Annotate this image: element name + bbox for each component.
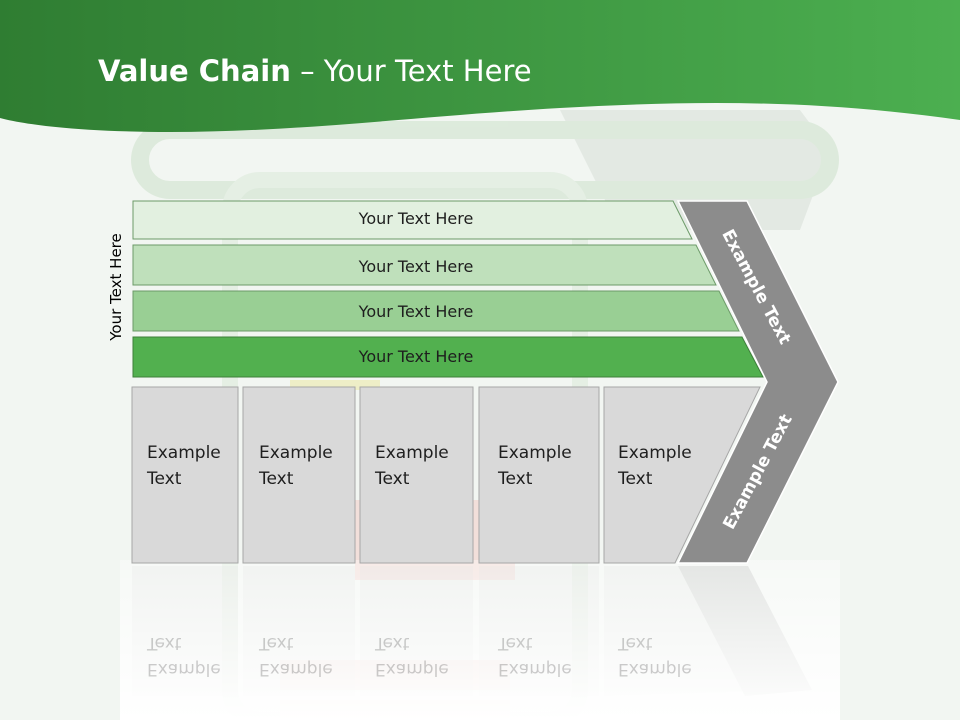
bar-4-shape — [132, 336, 764, 378]
box-3-line-1: Example — [375, 443, 449, 463]
page-title: Value Chain – Your Text Here — [98, 54, 532, 88]
box-4-line-1: Example — [498, 443, 572, 463]
box-5-shape — [603, 386, 761, 564]
box-3-shape — [359, 386, 474, 564]
bar-3-shape — [132, 290, 740, 332]
side-label: Your Text Here — [107, 233, 125, 341]
box-5-line-2: Text — [618, 469, 653, 489]
bar-2-shape — [132, 244, 717, 286]
box-4-line-2: Text — [498, 469, 533, 489]
bar-3-label: Your Text Here — [358, 302, 474, 321]
reflection-fade — [120, 560, 840, 720]
bar-4-label: Your Text Here — [358, 347, 474, 366]
box-5-line-1: Example — [618, 443, 692, 463]
box-3-line-2: Text — [375, 469, 410, 489]
chevron-shape — [676, 200, 839, 564]
bar-2-label: Your Text Here — [358, 257, 474, 276]
box-1-line-1: Example — [147, 443, 221, 463]
box-2-line-1: Example — [259, 443, 333, 463]
box-4-shape — [478, 386, 600, 564]
box-1-line-2: Text — [147, 469, 182, 489]
bar-1-shape — [132, 200, 693, 240]
box-2-shape — [242, 386, 356, 564]
header-band — [0, 0, 960, 132]
box-2-line-2: Text — [259, 469, 294, 489]
title-rest: – Your Text Here — [290, 54, 532, 88]
title-bold: Value Chain — [98, 54, 291, 88]
box-1-shape — [131, 386, 239, 564]
bar-1-label: Your Text Here — [358, 209, 474, 228]
